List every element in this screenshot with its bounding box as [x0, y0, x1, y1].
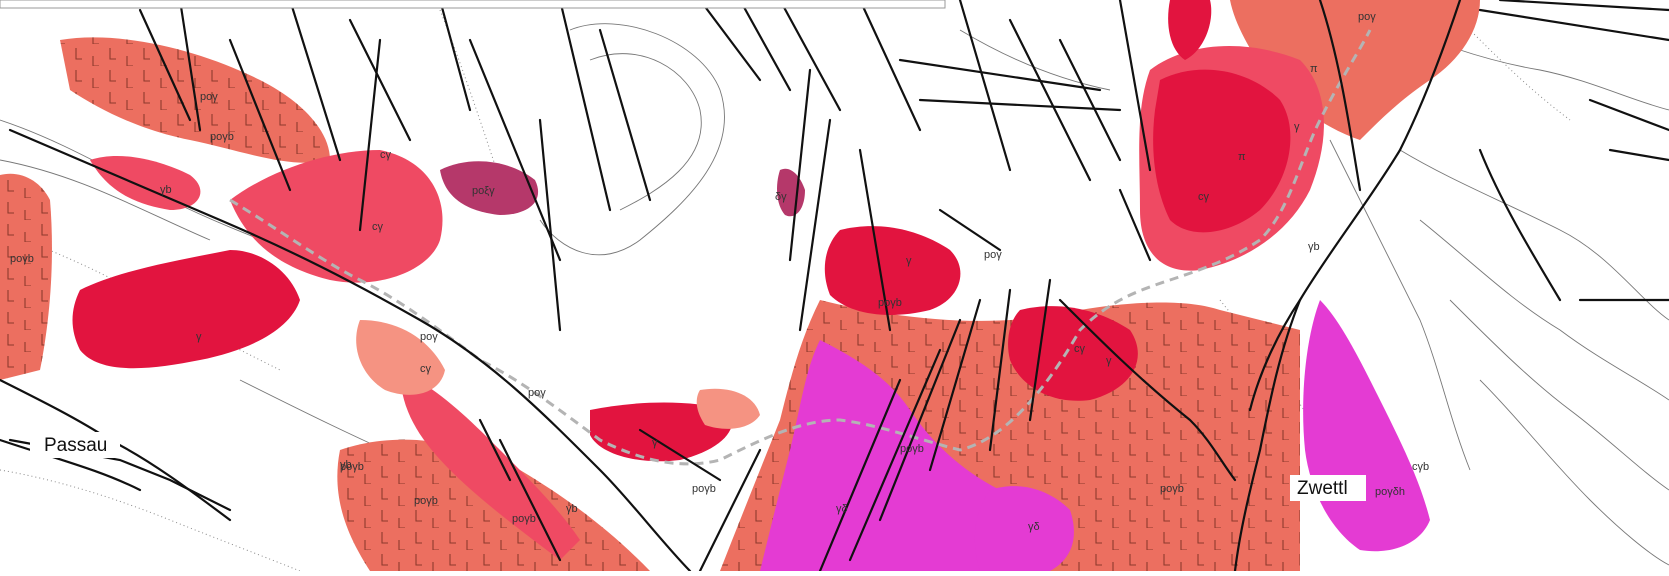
- unit-label-po-gamma-b-central: poγb: [692, 483, 716, 495]
- unit-label-gamma-east: γ: [1294, 121, 1300, 133]
- unit-label-gamma-west: γ: [196, 331, 202, 343]
- unit-label-po-gamma-b-large: poγb: [900, 443, 924, 455]
- unit-label-c-gamma-b: cγ: [420, 363, 432, 375]
- unit-label-po-gamma-a: poγ: [420, 331, 438, 343]
- unit-gamma-east-core: [1153, 69, 1291, 233]
- geologic-units: [0, 0, 1480, 571]
- unit-label-gamma-delta-central: γδ: [1028, 521, 1040, 533]
- unit-symbol-labels: γ γb poγ poγb cγ cγ poξγ poγb poγ cγ poγ…: [10, 11, 1429, 533]
- unit-label-po-xi-gamma: poξγ: [472, 185, 495, 197]
- unit-gamma-delta-south: [760, 340, 1004, 571]
- unit-label-gamma-b-south: γb: [566, 503, 578, 515]
- unit-label-po-gamma-northeast: poγ: [1358, 11, 1376, 23]
- unit-label-po-gamma-b-northwest: poγb: [210, 131, 234, 143]
- unit-gamma-delta-central: [974, 486, 1074, 571]
- place-passau: Passau: [44, 435, 107, 456]
- unit-label-c-gamma-west: cγ: [372, 221, 384, 233]
- unit-light-salmon-a: [356, 320, 445, 395]
- unit-label-pi-east: π: [1238, 151, 1246, 163]
- place-zwettl: Zwettl: [1297, 478, 1348, 499]
- unit-label-po-gamma-b-west: poγb: [10, 253, 34, 265]
- unit-gamma-west: [72, 250, 300, 369]
- unit-label-c-gamma-north: cγ: [380, 149, 392, 161]
- unit-label-gamma-delta-south: γδ: [836, 503, 848, 515]
- unit-c-gamma-b-strip: [400, 370, 580, 560]
- unit-po-gamma-northeast: [1230, 0, 1480, 140]
- unit-po-xi-gamma: [440, 161, 539, 215]
- place-labels: Passau Zwettl: [30, 432, 1366, 501]
- unit-label-gamma-b-east: γb: [1308, 241, 1320, 253]
- unit-label-gamma-central: γ: [906, 255, 912, 267]
- unit-label-gamma-b-sw: γb: [340, 459, 352, 471]
- unit-label-po-gamma-b-central-north: poγb: [878, 297, 902, 309]
- unit-gamma-east-central: [1008, 306, 1138, 401]
- unit-label-po-gamma-b-east: poγb: [1160, 483, 1184, 495]
- unit-label-c-gamma-central: cγ: [1074, 343, 1086, 355]
- unit-label-delta-gamma: δγ: [775, 191, 787, 203]
- unit-label-c-gamma-east: cγ: [1198, 191, 1210, 203]
- unit-label-po-gamma-b-southwest: poγb: [340, 461, 364, 473]
- unit-label-po-gamma-delta-h: poγδh: [1375, 486, 1405, 498]
- inset-frame-edge: [0, 0, 946, 9]
- unit-label-po-gamma-b: poγ: [528, 387, 546, 399]
- unit-gamma-b-west: [90, 155, 201, 210]
- zwettl-label-bg: [1290, 475, 1366, 501]
- unit-label-po-gamma-central: poγ: [984, 249, 1002, 261]
- unit-gamma-plus-north: [1168, 0, 1212, 60]
- unit-label-c-gamma-b-east: cγb: [1412, 461, 1429, 473]
- unit-label-gamma-b-west: γb: [160, 184, 172, 196]
- unit-label-pi-north: π: [1310, 63, 1318, 75]
- unit-gamma-south-central: [590, 402, 733, 462]
- unit-light-salmon-b: [696, 388, 760, 429]
- unit-label-gamma-east-central: γ: [1106, 355, 1112, 367]
- unit-gamma-central: [824, 226, 961, 315]
- unit-label-po-gamma-northwest: poγ: [200, 91, 218, 103]
- dotted-lines: [0, 9, 1571, 572]
- unit-label-po-gamma-b-sw: poγb: [414, 495, 438, 507]
- unit-label-gamma-south-central: γ: [652, 437, 658, 449]
- passau-label-bg: [30, 432, 120, 458]
- unit-label-po-gamma-b-south: poγb: [512, 513, 536, 525]
